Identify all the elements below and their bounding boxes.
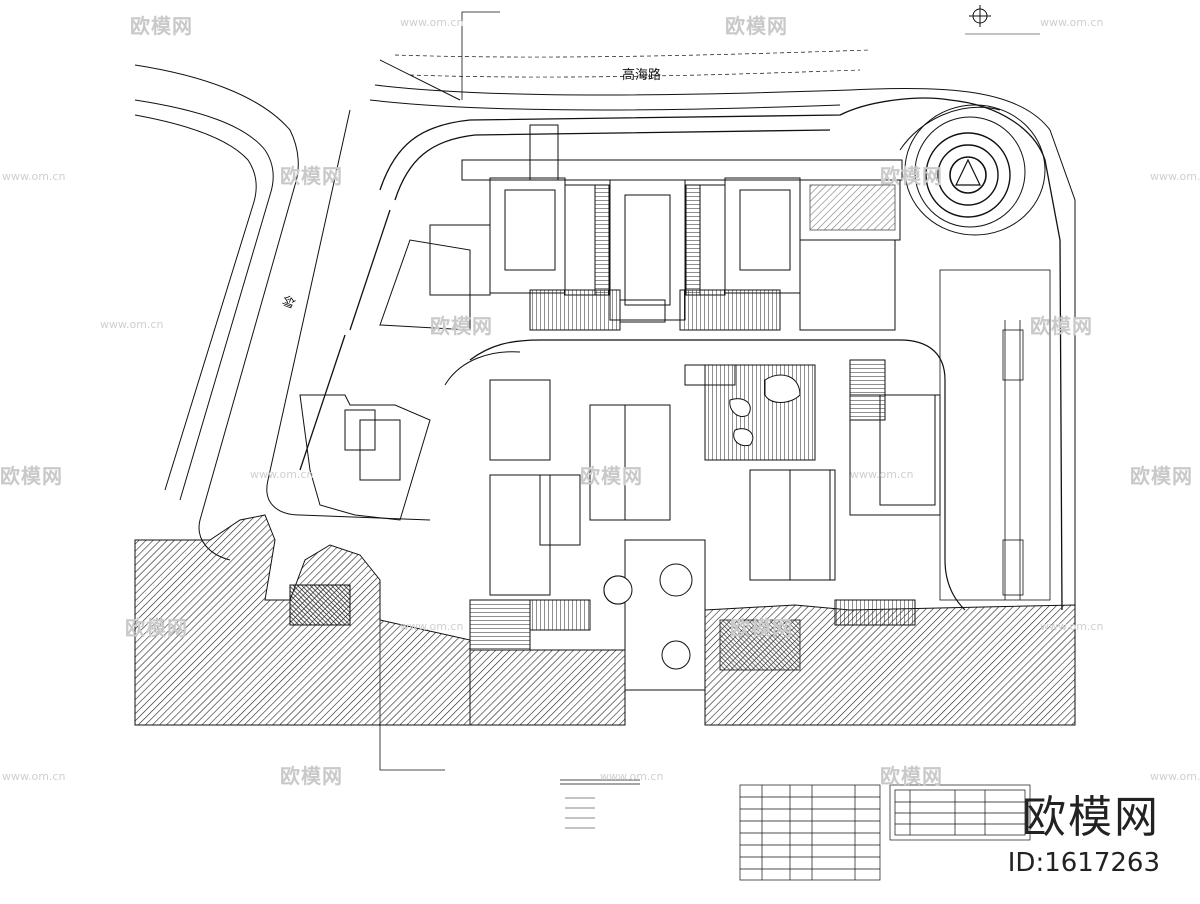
central-plaza	[624, 539, 706, 691]
watermark-brand: 欧模网	[430, 314, 493, 338]
road-name-label: 高海路	[622, 68, 662, 83]
watermark-brand: 欧模网	[280, 164, 343, 188]
watermark-brand: 欧模网	[1030, 314, 1093, 338]
north-arrow-icon	[965, 5, 1040, 35]
watermark-url: www.om.cn	[1040, 620, 1104, 633]
watermark-url: www.om.cn	[400, 620, 464, 633]
watermark-brand: 欧模网	[880, 764, 943, 788]
watermark-brand: 欧模网	[880, 164, 943, 188]
watermark-brand: 欧模网	[1130, 464, 1193, 488]
notes-table	[889, 784, 1031, 841]
watermark-url: www.om.cn	[2, 170, 66, 183]
watermark-brand: 欧模网	[580, 464, 643, 488]
watermark-url: www.om.cn	[850, 468, 914, 481]
model-id-text: ID:1617263	[1007, 848, 1160, 878]
legend-table	[739, 784, 881, 881]
watermark-brand: 欧模网	[730, 616, 793, 640]
watermark-url: www.om.cn	[250, 468, 314, 481]
south-hatched-area	[134, 514, 1076, 726]
east-parking	[939, 269, 1051, 601]
watermark-url: www.om.cn	[1150, 770, 1200, 783]
hatched-corridor-2	[685, 184, 701, 296]
watermark-url: www.om.cn	[100, 318, 164, 331]
hatched-ramp	[809, 184, 896, 231]
watermark-url: www.om.cn	[400, 16, 464, 29]
site-boundary	[299, 97, 1063, 611]
central-buildings	[489, 364, 941, 596]
hatched-plaza-east	[679, 289, 781, 331]
setback-lines	[394, 49, 871, 78]
hatched-steps	[849, 359, 886, 421]
watermark-brand: 欧模网	[280, 764, 343, 788]
watermark-brand: 欧模网	[725, 14, 788, 38]
watermark-brand: 欧模网	[125, 616, 188, 640]
hatched-corridor-1	[594, 184, 610, 296]
watermark-url: www.om.cn	[2, 770, 66, 783]
drawing-title	[560, 779, 640, 829]
road-curves	[134, 59, 1076, 620]
watermark-url: www.om.cn	[1150, 170, 1200, 183]
hatched-plaza-west	[529, 289, 621, 331]
west-wing	[379, 239, 471, 331]
watermark-brand: 欧模网	[130, 14, 193, 38]
hatched-deck	[704, 364, 816, 461]
inner-loop-road	[469, 339, 966, 611]
circular-plaza	[899, 104, 1046, 236]
watermark-url: www.om.cn	[1040, 16, 1104, 29]
west-building	[299, 394, 431, 521]
brand-logo-text: 欧模网	[1022, 792, 1160, 843]
watermark-brand: 欧模网	[0, 464, 63, 488]
watermark-url: www.om.cn	[600, 770, 664, 783]
